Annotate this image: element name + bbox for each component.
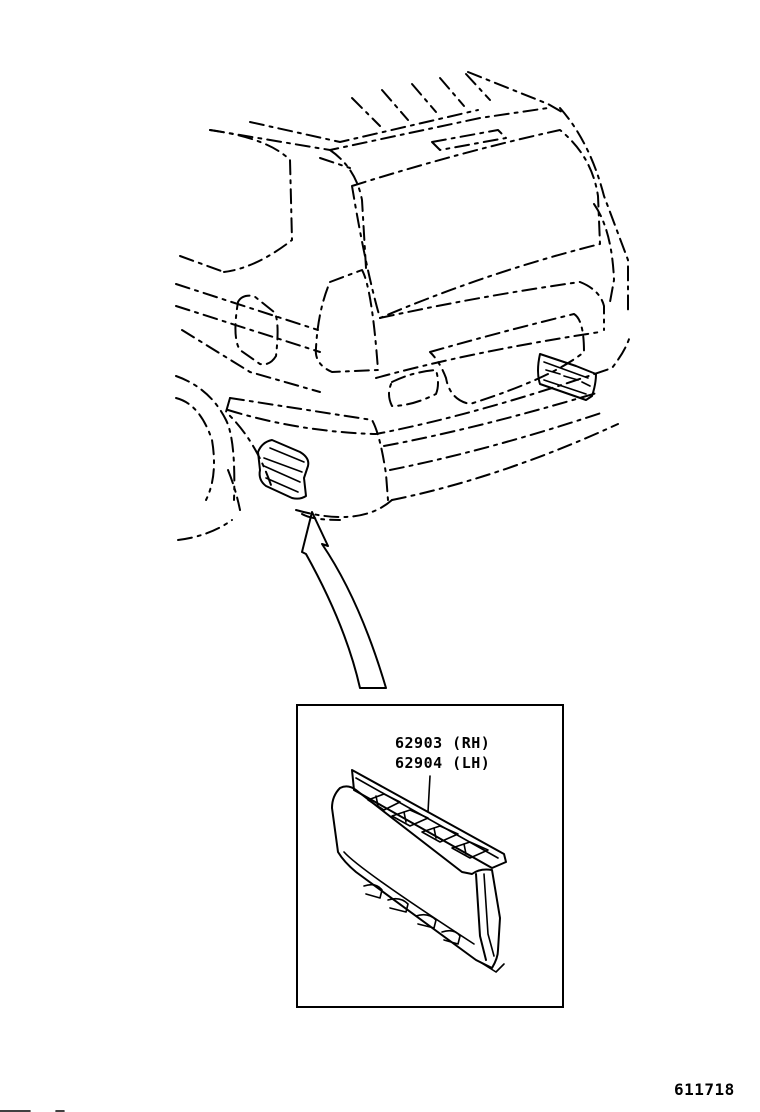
installed-reflector-rh: [537, 353, 597, 401]
part-number-lh: 62904 (LH): [395, 754, 491, 772]
vehicle-outline: [175, 71, 631, 541]
part-number-rh: 62903 (RH): [395, 734, 491, 752]
installed-reflector-lh: [257, 439, 310, 500]
illustration-number: 611718: [674, 1080, 735, 1099]
leader-line: [427, 775, 431, 813]
callout-box: [296, 704, 564, 1008]
reflector-part-detail: [331, 769, 507, 973]
curved-arrow-icon: [301, 511, 387, 689]
